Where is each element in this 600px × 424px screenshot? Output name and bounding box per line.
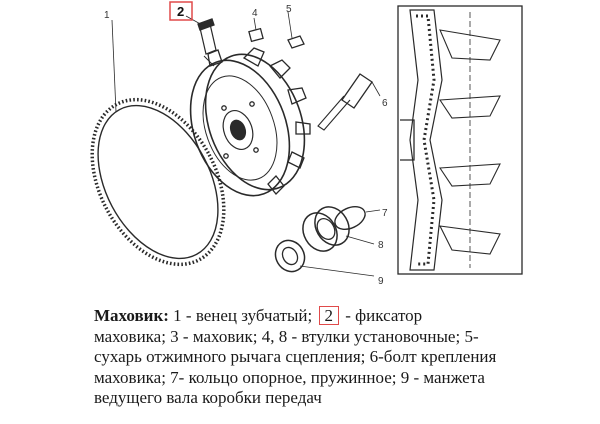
caption-line-3: сухарь отжимного рычага сцепления; 6-бол… [94,347,497,366]
callout-6: 6 [382,98,388,109]
caption-title: Маховик: [94,306,169,325]
locating-bushing-4 [248,17,264,43]
callout-2: 2 [177,4,184,19]
callout-9: 9 [378,276,384,287]
flywheel [189,47,311,197]
callout-2-highlight-box [169,1,193,21]
caption-text-1a: 1 - венец зубчатый; [168,306,313,325]
callout-4: 4 [252,8,258,19]
locating-bushing-8 [302,206,375,252]
callout-1: 1 [104,10,110,21]
retainer-pin [197,18,217,67]
ring-gear [90,97,226,267]
caption-line-2: маховика; 3 - маховик; 4, 8 - втулки уст… [94,326,479,346]
caption-line-1: Маховик: 1 - венец зубчатый; 2 - фиксато… [94,306,594,327]
release-lever-block-5 [287,11,305,49]
figure-caption: Маховик: 1 - венец зубчатый; 2 - фиксато… [94,306,594,409]
caption-highlight-2: 2 [318,306,339,325]
spring-support-ring [334,205,381,231]
leader-line-1 [111,19,117,113]
flywheel-exploded-diagram: 1 4 5 6 7 8 9 2 [90,1,523,287]
caption-text-1b: - фиксатор [341,306,423,325]
caption-line-4: маховика; 7- кольцо опорное, пружинное; … [94,367,485,387]
callout-5: 5 [286,4,292,15]
mounting-bolt [317,73,381,131]
caption-line-5: ведущего вала коробки передач [94,388,322,407]
callout-7: 7 [382,208,388,219]
shaft-seal [274,239,375,277]
flywheel-cross-section [397,5,523,275]
callout-8: 8 [378,240,384,251]
